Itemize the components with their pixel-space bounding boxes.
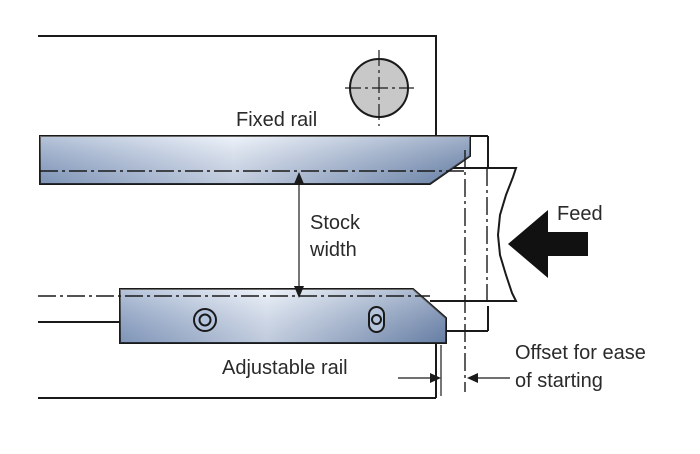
stock-width-label-line1: Stock: [310, 212, 361, 234]
adjustable-rail: [38, 288, 489, 344]
bolt-icon: [193, 308, 217, 332]
offset-label-line2: of starting: [515, 370, 603, 392]
fixed-rail: [39, 135, 471, 185]
stock-width-dimension: [294, 172, 304, 298]
slot-icon: [368, 306, 385, 333]
offset-guides: [440, 135, 489, 396]
fixed-rail-label: Fixed rail: [236, 109, 317, 131]
stock-width-label-line2: width: [309, 239, 357, 261]
adjustable-rail-label: Adjustable rail: [222, 357, 348, 379]
feed-arrow-icon: [508, 210, 588, 278]
rail-centerlines: [38, 150, 488, 392]
offset-dimension: [398, 373, 510, 383]
feed-label: Feed: [557, 203, 603, 225]
pilot-pin-circle: [345, 50, 414, 126]
die-frame: [38, 35, 437, 399]
offset-label-line1: Offset for ease: [515, 342, 646, 364]
stock-strip: [428, 167, 518, 302]
